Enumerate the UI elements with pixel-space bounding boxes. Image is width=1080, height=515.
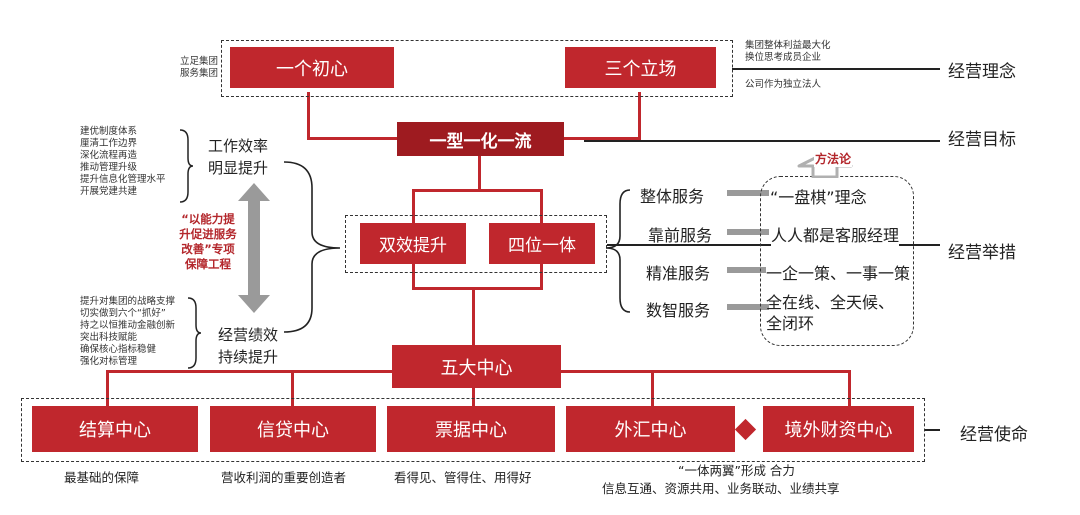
top-right-note-bottom: 公司作为独立法人 [745, 79, 822, 90]
connector-line [540, 189, 543, 223]
service-overall: 整体服务 [640, 187, 705, 206]
connector-line [307, 92, 310, 139]
connector-line [848, 370, 851, 406]
label-line [584, 140, 940, 142]
box-goal: 一型一化一流 [397, 122, 564, 156]
box-bill-center: 票据中心 [387, 406, 555, 452]
service-arrow-icon [727, 304, 769, 310]
connector-line [564, 137, 641, 140]
connector-line [106, 370, 109, 406]
double-arrow-icon [238, 183, 270, 313]
middle-dashed-group [345, 215, 607, 273]
label-business-goal: 经营目标 [948, 130, 1016, 150]
left-big-brace [283, 161, 341, 333]
label-line [732, 68, 940, 70]
top-right-note: 集团整体利益最大化换位思考成员企业 [745, 40, 831, 63]
caption-wing-bottom: 信息互通、资源共用、业务联动、业绩共享 [602, 481, 840, 496]
label-business-measures: 经营举措 [948, 243, 1016, 263]
service-arrow-icon [727, 229, 769, 235]
box-double-efficiency: 双效提升 [360, 223, 466, 264]
connector-line [412, 189, 415, 223]
special-project-text: “以能力提升促进服务 改善”专项保障工程 [179, 212, 237, 271]
bottom-dashed-group [21, 398, 925, 462]
label-business-mission: 经营使命 [960, 425, 1028, 445]
box-original-aspiration: 一个初心 [230, 47, 394, 88]
connector-line [651, 370, 654, 406]
service-arrow-icon [727, 267, 769, 273]
connector-line [472, 388, 475, 406]
service-digital: 数智服务 [646, 301, 711, 320]
caption-bill: 看得见、管得住、用得好 [394, 470, 532, 485]
efficiency-text: 工作效率明显提升 [208, 137, 269, 177]
label-line [925, 429, 940, 431]
service-precise: 精准服务 [646, 264, 711, 283]
performance-brace [187, 297, 202, 369]
service-arrow-icon [727, 190, 769, 196]
connector-line [472, 287, 475, 345]
connector-line [412, 264, 415, 289]
connector-line [638, 92, 641, 139]
efficiency-notes: 建优制度体系厘清工作边界 深化流程再造推动管理升级 提升信息化管理水平开展党建共… [80, 126, 166, 197]
caption-settlement: 最基础的保障 [64, 470, 140, 485]
services-brace [605, 189, 631, 313]
performance-notes: 提升对集团的战略支撑切实做到六个“抓好” 持之以恒推动金融创新突出科技赋能 确保… [80, 296, 176, 367]
top-dashed-group [221, 40, 733, 97]
connector-line [291, 370, 294, 406]
box-credit-center: 信贷中心 [210, 406, 376, 452]
label-business-philosophy: 经营理念 [948, 62, 1016, 82]
connector-line [540, 264, 543, 289]
box-forex-center: 外汇中心 [566, 406, 735, 452]
box-three-positions: 三个立场 [565, 47, 716, 88]
box-settlement-center: 结算中心 [32, 406, 198, 452]
caption-credit: 营收利润的重要创造者 [221, 470, 347, 485]
box-five-centers: 五大中心 [392, 345, 561, 388]
box-overseas-treasury-center: 境外财资中心 [763, 406, 914, 452]
efficiency-brace [179, 129, 194, 203]
service-digital-desc: 全在线、全天候、全闭环 [766, 293, 895, 333]
connector-line [412, 189, 542, 192]
performance-text: 经营绩效持续提升 [218, 326, 279, 366]
top-left-note: 立足集团服务集团 [179, 56, 218, 79]
method-label: 方法论 [814, 150, 853, 167]
box-four-in-one: 四位一体 [489, 223, 595, 264]
service-precise-desc: 一企一策、一事一策 [766, 260, 911, 284]
connector-line [412, 287, 543, 290]
caption-wing-top: “一体两翼”形成 合力 [678, 463, 795, 478]
connector-line [307, 137, 397, 140]
service-proactive-desc: 人人都是客服经理 [771, 222, 900, 246]
service-proactive: 靠前服务 [648, 226, 713, 245]
service-overall-desc: “一盘棋”理念 [770, 184, 867, 208]
connector-line [478, 156, 481, 191]
